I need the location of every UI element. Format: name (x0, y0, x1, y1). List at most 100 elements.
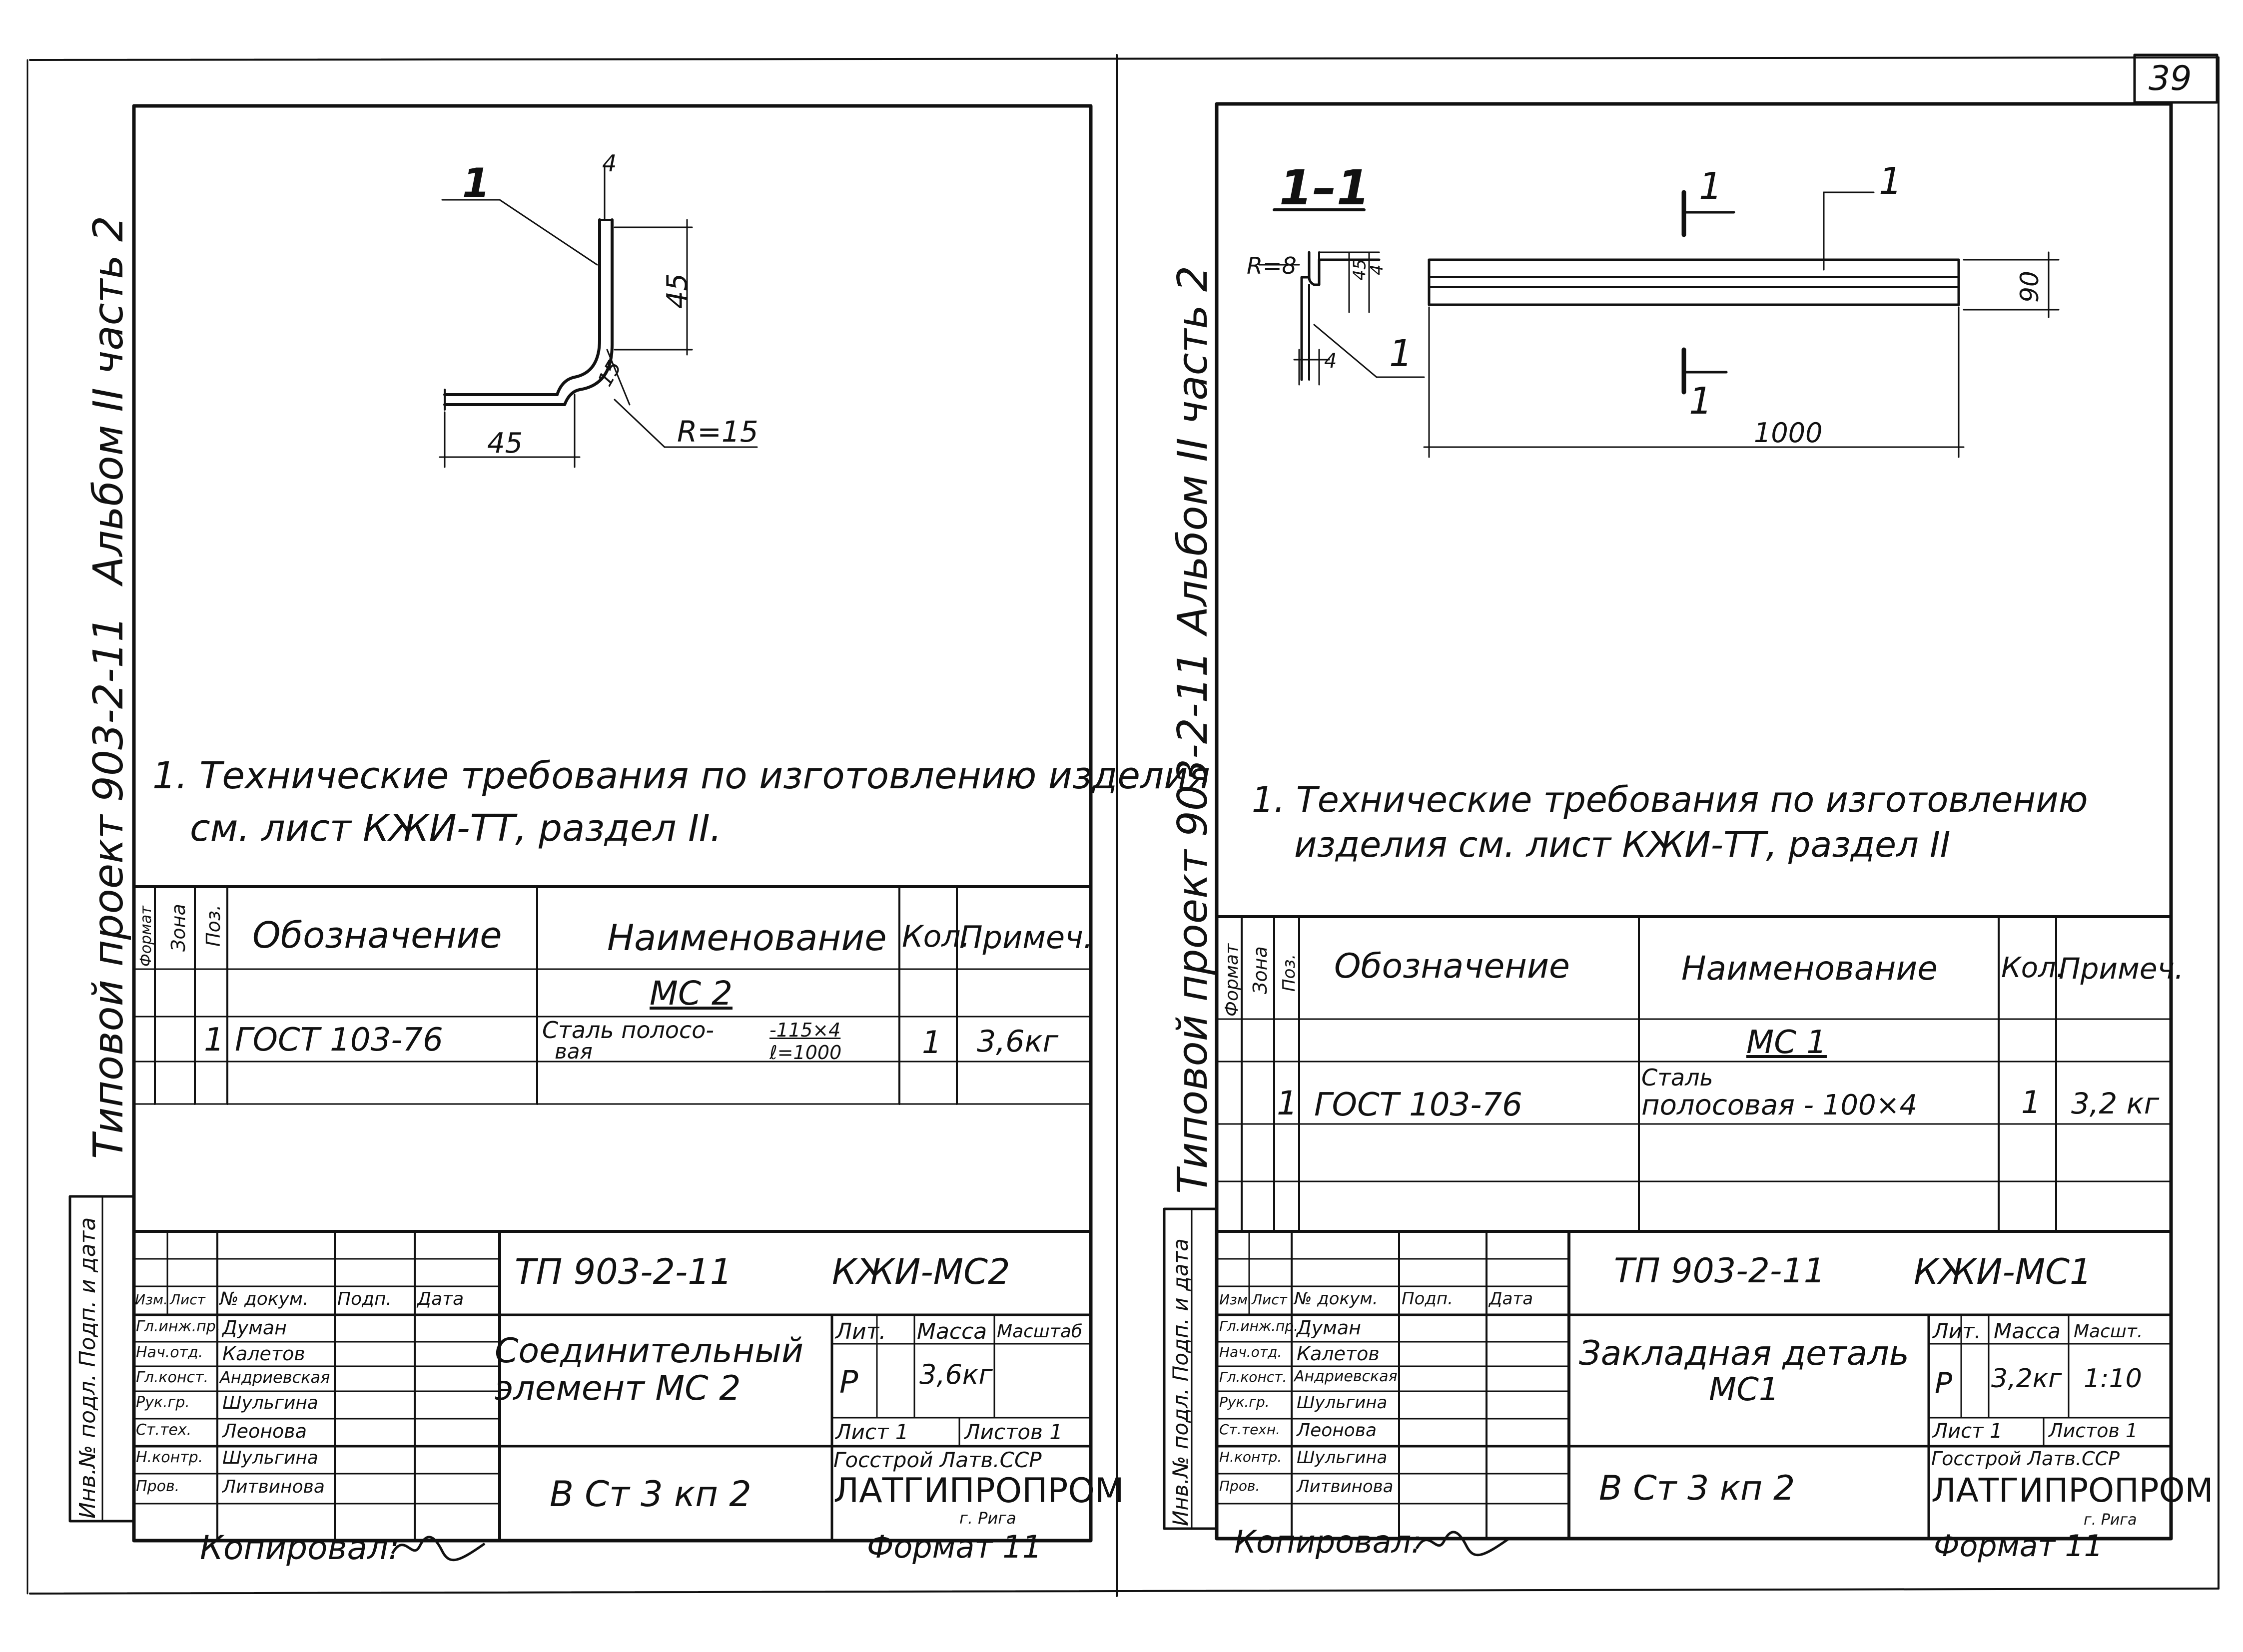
left-col-qty: Кол. (902, 919, 970, 954)
right-staff-name: Шульгина (1297, 1448, 1388, 1468)
left-tb-lit: Р (839, 1364, 858, 1400)
left-tb-mass: 3,6кг (919, 1359, 993, 1390)
right-staff-name: Литвинова (1297, 1477, 1394, 1497)
right-tb-sheets: Листов 1 (2049, 1420, 2138, 1442)
side-caption-project-right: Типовой проект 903-2-11 (1169, 651, 1217, 1194)
right-col-qty: Кол. (2001, 952, 2065, 984)
left-tb-code: ТП 903-2-11 (515, 1251, 733, 1292)
right-tb-lit: Р (1935, 1366, 1952, 1400)
right-staff-role: Нач.отд. (1219, 1344, 1282, 1360)
right-staff-name: Шульгина (1297, 1393, 1388, 1413)
page-number: 39 (2149, 59, 2192, 98)
right-tb-material: В Ст 3 кп 2 (1599, 1469, 1795, 1508)
left-staff-role: Пров. (136, 1478, 180, 1495)
left-spec-group: МС 2 (650, 974, 733, 1013)
left-tb-role-doc: № докум. (220, 1289, 309, 1309)
left-inv-label: Инв.№ подл. Подп. и дата (75, 1217, 100, 1519)
right-copied: Копировал: (1234, 1524, 1422, 1560)
left-tb-sheet-code: КЖИ-МС2 (832, 1251, 1010, 1292)
left-copied: Копировал: (200, 1529, 400, 1567)
right-staff-role: Ст.техн. (1219, 1421, 1281, 1438)
right-tb-code: ТП 903-2-11 (1614, 1251, 1825, 1291)
left-tb-role-list: Лист (170, 1291, 205, 1308)
left-tb-city: г. Рига (959, 1509, 1016, 1528)
left-col-note: Примеч. (959, 919, 1093, 956)
left-staff-name: Шульгина (222, 1393, 318, 1413)
right-staff-role: Гл.конст. (1219, 1369, 1287, 1385)
right-tb-role-date: Дата (1489, 1289, 1533, 1309)
left-staff-role: Рук.гр. (136, 1394, 190, 1411)
right-spec-pos: 1 (1277, 1084, 1298, 1122)
right-staff-name: Калетов (1297, 1343, 1380, 1365)
left-tb-sheet: Лист 1 (835, 1420, 909, 1444)
right-spec-group: МС 1 (1746, 1024, 1827, 1061)
left-dim-thickness: 4 (602, 150, 617, 177)
left-radius: R=15 (677, 415, 758, 449)
right-section-label: 1–1 (1279, 160, 1370, 216)
right-tb-title-line2: МС1 (1709, 1371, 1779, 1408)
left-staff-name: Леонова (222, 1420, 307, 1442)
right-col-zone: Зона (1249, 946, 1271, 994)
left-staff-role: Гл.конст. (136, 1369, 209, 1386)
right-tb-sheet: Лист 1 (1933, 1420, 2003, 1443)
signature-image (1415, 1531, 1510, 1557)
right-spec-name-line2: полосовая - 100×4 (1641, 1089, 1918, 1121)
right-copied-signature (1414, 1521, 1514, 1561)
left-staff-name: Калетов (222, 1343, 305, 1365)
right-cut-label-top: 1 (1699, 165, 1723, 208)
left-staff-role: Н.контр. (136, 1449, 203, 1466)
left-spec-designation: ГОСТ 103-76 (235, 1022, 443, 1059)
left-spec-name-frac-top: -115×4 (769, 1019, 841, 1041)
left-staff-role: Ст.тех. (136, 1421, 192, 1439)
right-tb-org2: ЛАТГИПРОПРОМ (1931, 1471, 2214, 1510)
left-dim-height: 45 (661, 273, 694, 309)
right-inv-label: Инв.№ подл. Подп. и дата (1168, 1238, 1193, 1526)
right-col-name: Наименование (1681, 949, 1938, 988)
left-col-zone: Зона (167, 904, 189, 952)
left-staff-name: Андриевская (220, 1368, 330, 1387)
left-staff-role: Гл.инж.пр. (136, 1318, 221, 1335)
left-staff-role: Нач.отд. (136, 1344, 203, 1361)
right-staff-role: Пров. (1219, 1478, 1260, 1494)
right-dim-small2: 4 (1367, 264, 1387, 275)
right-dim-length: 1000 (1754, 417, 1823, 449)
left-dim-width: 45 (487, 427, 523, 460)
right-tb-title-line1: Закладная деталь (1579, 1334, 1909, 1373)
left-tb-title-line1: Соединительный (495, 1331, 804, 1371)
left-note-line1: 1. Технические требования по изготовлени… (152, 754, 1210, 797)
right-spec-designation: ГОСТ 103-76 (1314, 1087, 1522, 1123)
left-spec-note: 3,6кг (977, 1024, 1059, 1059)
left-tb-role-sign: Подп. (337, 1289, 392, 1309)
right-staff-name: Андриевская (1294, 1368, 1398, 1385)
right-callout-left: 1 (1389, 332, 1413, 375)
left-tb-sheets: Листов 1 (964, 1420, 1063, 1444)
left-staff-name: Шульгина (222, 1448, 318, 1468)
right-tb-scale: 1:10 (2084, 1364, 2142, 1394)
right-tb-org1: Госстрой Латв.ССР (1931, 1448, 2120, 1470)
left-col-name: Наименование (607, 917, 887, 959)
right-spec-note: 3,2 кг (2071, 1087, 2160, 1120)
right-col-pos: Поз. (1279, 954, 1299, 992)
left-col-format: Формат (137, 906, 155, 967)
left-col-pos: Поз. (202, 904, 224, 947)
left-tb-role-izm: Изм. (135, 1291, 168, 1308)
left-spec-pos: 1 (204, 1022, 224, 1059)
left-tb-title-line2: элемент МС 2 (495, 1369, 741, 1408)
right-tb-role-sign: Подп. (1402, 1289, 1453, 1309)
right-note-line1: 1. Технические требования по изготовлени… (1252, 779, 2088, 820)
right-tb-lit-label: Лит. (1933, 1319, 1981, 1343)
right-spec-name-line1: Сталь (1641, 1064, 1713, 1091)
left-spec-qty: 1 (922, 1024, 942, 1061)
right-col-format: Формат (1222, 943, 1242, 1017)
right-tb-scale-label: Масшт. (2074, 1321, 2143, 1342)
right-cut-label-bottom: 1 (1689, 380, 1713, 423)
right-tb-role-list: Лист (1252, 1291, 1287, 1308)
left-col-designation: Обозначение (252, 914, 502, 956)
left-tb-lit-label: Лит. (835, 1319, 886, 1344)
left-tb-org1: Госстрой Латв.ССР (833, 1448, 1042, 1472)
left-copied-signature (390, 1526, 490, 1566)
left-tb-role-date: Дата (417, 1289, 464, 1309)
right-spec-qty: 1 (2021, 1084, 2041, 1120)
side-caption-album-left: Альбом II часть 2 (85, 215, 132, 584)
